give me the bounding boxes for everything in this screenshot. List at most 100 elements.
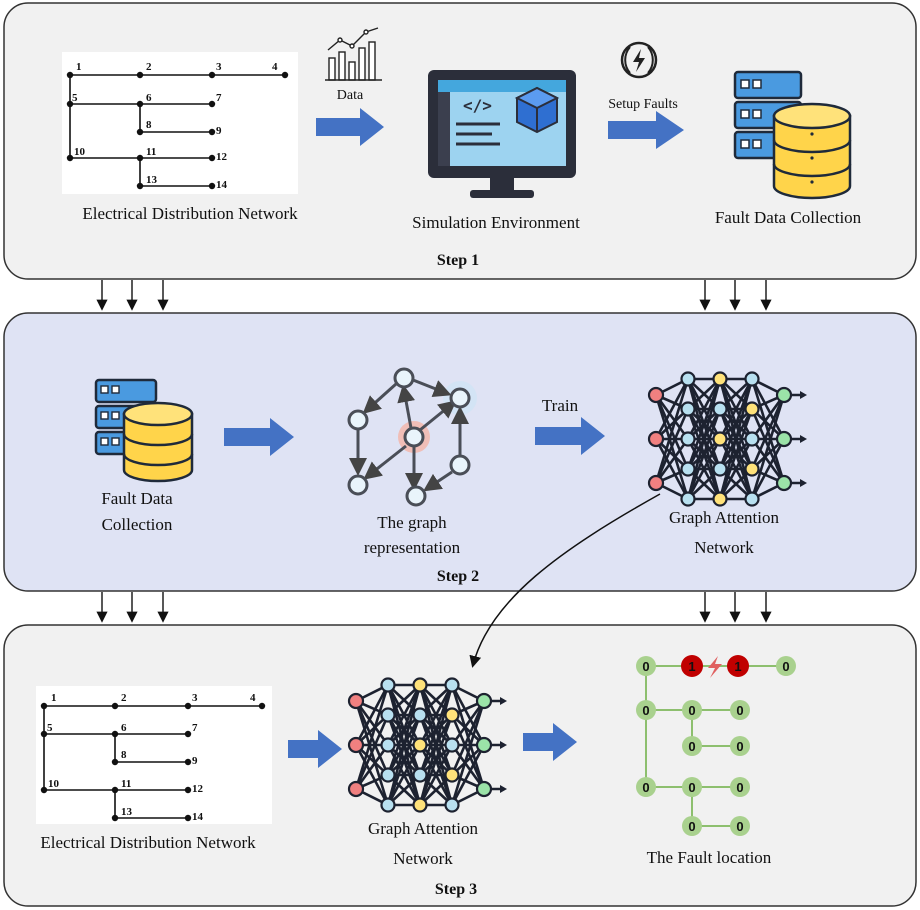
network-neuron: [444, 797, 460, 813]
network-edge: [386, 684, 422, 806]
fault-node-value: 0: [642, 659, 649, 674]
node-label: 9: [192, 755, 198, 767]
graph-representation-icon: [347, 367, 477, 507]
fault-node: [776, 656, 796, 676]
network-neuron: [444, 737, 460, 753]
node-label: 12: [192, 783, 204, 795]
network-output-arrowhead: [500, 741, 507, 749]
network-neuron: [744, 431, 760, 447]
network-neuron: [647, 474, 665, 492]
fault-location-label: The Fault location: [647, 848, 772, 867]
data-label: Data: [337, 88, 364, 103]
fault-node: [636, 656, 656, 676]
node-label: 2: [121, 692, 127, 704]
arrow-to-fault-location: [523, 723, 577, 761]
network-output-arrowhead: [500, 697, 507, 705]
network-neuron: [412, 677, 428, 693]
node-label: 13: [146, 174, 158, 186]
fault-node: [730, 736, 750, 756]
network-edge: [418, 744, 454, 806]
fault-node-value: 0: [782, 659, 789, 674]
node-label: 6: [146, 92, 152, 104]
node-label: 2: [146, 61, 152, 73]
network-edge: [354, 714, 390, 790]
network-edge: [354, 744, 390, 806]
fault-location-graph: 0 1 1 0 0 0 0 0 0 0 0 0 0 0: [636, 655, 796, 836]
network-edge: [654, 408, 690, 484]
network-neuron: [412, 767, 428, 783]
network-edge: [354, 744, 390, 790]
network-neuron: [680, 371, 696, 387]
fault-database-icon: [733, 70, 852, 200]
network-edge: [718, 438, 754, 500]
step2-database-icon: [94, 378, 194, 483]
node-label: 5: [72, 92, 78, 104]
fault-node-value: 1: [688, 659, 695, 674]
network-neuron: [347, 780, 365, 798]
network-neuron: [647, 386, 665, 404]
step1-title: Step 1: [437, 252, 479, 269]
network-neuron: [744, 461, 760, 477]
network-neuron: [680, 461, 696, 477]
network-neuron: [680, 431, 696, 447]
step3-gat-network-icon: [347, 677, 507, 813]
step1-network: 1 2 3 4 5 6 7 8 9 10 11 12 13 14: [62, 52, 298, 194]
fault-node: [682, 736, 702, 756]
network-neuron: [744, 371, 760, 387]
node-label: 1: [76, 61, 82, 73]
fault-node-value: 0: [642, 703, 649, 718]
network-neuron: [475, 692, 493, 710]
train-label: Train: [542, 396, 579, 415]
fault-node-value: 0: [688, 703, 695, 718]
network-output-arrowhead: [800, 435, 807, 443]
fault-node: [636, 777, 656, 797]
network-neuron: [380, 797, 396, 813]
network-neuron: [744, 491, 760, 507]
node-label: 9: [216, 125, 222, 137]
network-neuron: [347, 736, 365, 754]
node-label: 14: [216, 179, 228, 191]
step3-title: Step 3: [435, 881, 477, 898]
step3-gat-label-2: Network: [393, 849, 453, 868]
fault-node-value: 0: [736, 780, 743, 795]
network-edge: [450, 700, 486, 776]
node-label: 11: [146, 146, 156, 158]
network-neuron: [380, 737, 396, 753]
network-edge: [418, 684, 454, 806]
step3-network-label: Electrical Distribution Network: [40, 833, 256, 852]
network-neuron: [412, 797, 428, 813]
network-neuron: [412, 737, 428, 753]
fault-node: [682, 816, 702, 836]
network-edge: [686, 378, 722, 440]
network-edge: [750, 394, 786, 500]
fault-node-value: 0: [688, 780, 695, 795]
simulation-computer-icon: </>: [428, 70, 576, 198]
node-label: 7: [192, 722, 198, 734]
network-edge: [654, 394, 690, 440]
network-edge: [686, 378, 722, 500]
data-chart-icon: [325, 27, 382, 81]
node-label: 7: [216, 92, 222, 104]
network-edge: [386, 744, 422, 806]
network-edge: [354, 700, 390, 746]
network-edge: [718, 378, 754, 500]
network-edge: [750, 438, 786, 484]
arrow-to-step3-gat: [288, 730, 342, 768]
fault-node: [682, 777, 702, 797]
arrow-train: [535, 417, 605, 455]
network-edge: [654, 438, 690, 500]
fault-node-value: 0: [736, 739, 743, 754]
network-neuron: [347, 692, 365, 710]
network-neuron: [475, 736, 493, 754]
step2-title: Step 2: [437, 568, 479, 585]
fault-node-value: 0: [642, 780, 649, 795]
network-neuron: [775, 386, 793, 404]
node-label: 1: [51, 692, 57, 704]
fault-node-value: 0: [736, 819, 743, 834]
node-label: 11: [121, 778, 131, 790]
step3-gat-label-1: Graph Attention: [368, 819, 479, 838]
network-neuron: [680, 491, 696, 507]
svg-text:</>: </>: [463, 96, 492, 115]
